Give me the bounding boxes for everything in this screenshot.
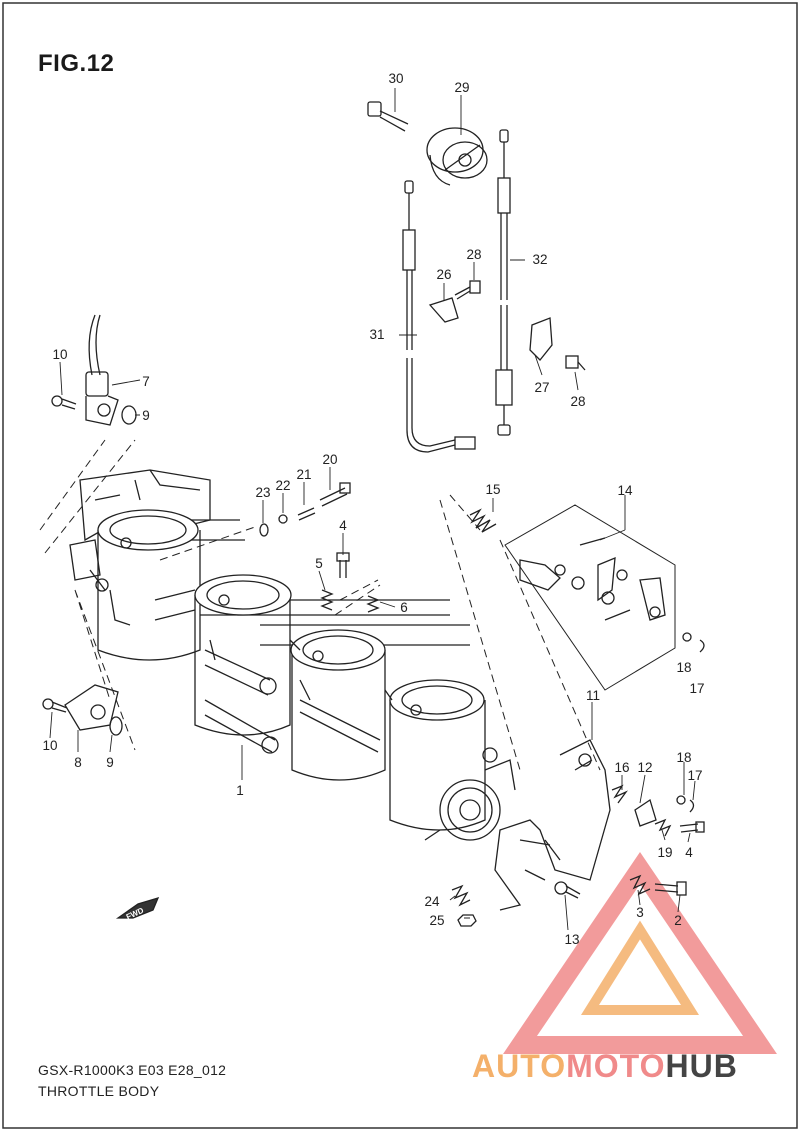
- lever-12: [634, 798, 657, 827]
- callout-17: 17: [687, 768, 702, 783]
- screw-13: [554, 881, 581, 899]
- callout-30: 30: [388, 71, 403, 86]
- spring-3: [629, 874, 651, 896]
- callout-6: 6: [400, 600, 408, 615]
- screw-set-20-23: [259, 482, 351, 537]
- callout-10: 10: [52, 347, 67, 362]
- callout-7: 7: [142, 374, 150, 389]
- callout-27: 27: [534, 380, 549, 395]
- sensor-7: [85, 314, 119, 426]
- cap-29: [426, 127, 488, 186]
- callout-10: 10: [42, 738, 57, 753]
- cable-31: [402, 180, 476, 453]
- callout-24: 24: [424, 894, 440, 909]
- bolt-28-bottom: [565, 355, 586, 371]
- spring-6: [366, 595, 380, 613]
- spring-5: [320, 589, 334, 611]
- callout-3: 3: [636, 905, 644, 920]
- callout-28: 28: [466, 247, 481, 262]
- callout-22: 22: [275, 478, 290, 493]
- watermark-part-2: MOTO: [566, 1048, 666, 1084]
- watermark-part-3: HUB: [665, 1048, 738, 1084]
- nut-25: [457, 914, 477, 927]
- screw-4-right: [679, 821, 705, 833]
- callout-18: 18: [676, 750, 691, 765]
- callout-4: 4: [685, 845, 693, 860]
- callout-21: 21: [296, 467, 311, 482]
- callout-11: 11: [586, 688, 600, 703]
- callout-32: 32: [532, 252, 547, 267]
- o-ring-9-top: [121, 405, 137, 425]
- screw-10-bottom: [42, 698, 68, 713]
- callout-4: 4: [339, 518, 347, 533]
- bracket-27: [529, 317, 553, 361]
- callout-26: 26: [436, 267, 451, 282]
- spring-19: [654, 818, 672, 837]
- figure-name: THROTTLE BODY: [38, 1083, 160, 1099]
- callout-28: 28: [570, 394, 585, 409]
- clip-17: [689, 799, 695, 813]
- bracket-11: [494, 739, 611, 911]
- watermark-logo: [503, 851, 777, 1054]
- o-ring-9-bottom: [109, 716, 123, 736]
- callout-16: 16: [614, 760, 629, 775]
- callout-31: 31: [369, 327, 384, 342]
- callout-19: 19: [657, 845, 672, 860]
- callout-12: 12: [637, 760, 652, 775]
- figure-title: FIG.12: [38, 50, 115, 77]
- callout-20: 20: [322, 452, 337, 467]
- callout-9: 9: [142, 408, 150, 423]
- callout-15: 15: [485, 482, 500, 497]
- model-code: GSX-R1000K3 E03 E28_012: [38, 1062, 227, 1078]
- callout-17: 17: [689, 681, 704, 696]
- bolt-30: [367, 101, 409, 132]
- clip-26: [428, 297, 459, 323]
- callout-29: 29: [454, 80, 469, 95]
- fwd-arrow: [115, 896, 160, 919]
- cable-32: [495, 129, 513, 436]
- spring-24: [451, 884, 471, 907]
- callout-labels: 1 2 3 4 4 5 6 7 8 9 9 10 10 11 12 13 14 …: [42, 71, 704, 947]
- bolt-28-top: [454, 280, 481, 300]
- callout-25: 25: [429, 913, 444, 928]
- screw-10-top: [51, 395, 77, 410]
- callout-18: 18: [676, 660, 691, 675]
- sensor-8: [64, 684, 119, 731]
- callout-23: 23: [255, 485, 270, 500]
- watermark-text: AUTOMOTOHUB: [472, 1048, 738, 1085]
- callout-14: 14: [617, 483, 633, 498]
- callout-5: 5: [315, 556, 323, 571]
- screw-4-center: [336, 552, 350, 578]
- spring-15: [469, 508, 497, 533]
- spring-16: [611, 784, 628, 804]
- callout-1: 1: [236, 783, 244, 798]
- link-assembly-14: [504, 504, 705, 691]
- washer-18: [676, 795, 686, 805]
- callout-2: 2: [674, 913, 682, 928]
- fwd-label: FWD: [125, 906, 146, 922]
- watermark-part-1: AUTO: [472, 1048, 567, 1084]
- throttle-body-assembly: [69, 469, 516, 841]
- callout-8: 8: [74, 755, 82, 770]
- callout-9: 9: [106, 755, 114, 770]
- callout-13: 13: [564, 932, 579, 947]
- screw-2: [654, 881, 687, 896]
